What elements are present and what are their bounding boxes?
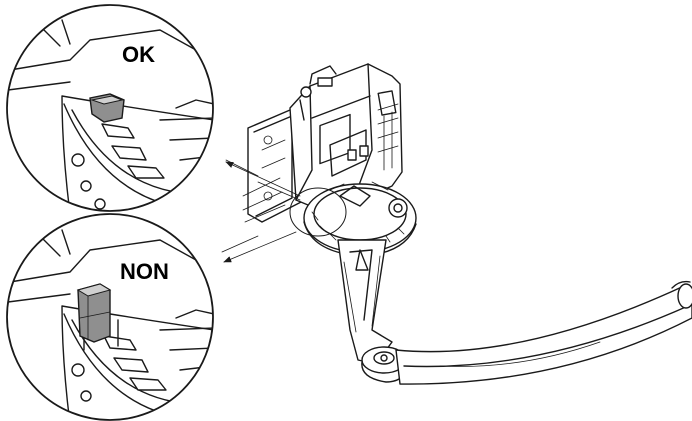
operator-forearm	[395, 280, 692, 385]
detail-circle-non: NON	[6, 213, 214, 421]
limit-cursor-correct	[89, 93, 125, 123]
operator-arm	[337, 239, 393, 365]
detail-highlight-circle	[289, 187, 347, 237]
pointer-lines	[221, 159, 301, 263]
detail-circle-ok: OK	[6, 4, 214, 212]
label-non: NON	[120, 259, 169, 284]
label-ok: OK	[122, 42, 155, 67]
limit-cursor-incorrect	[76, 283, 112, 343]
gate-operator-assembly	[242, 63, 692, 385]
